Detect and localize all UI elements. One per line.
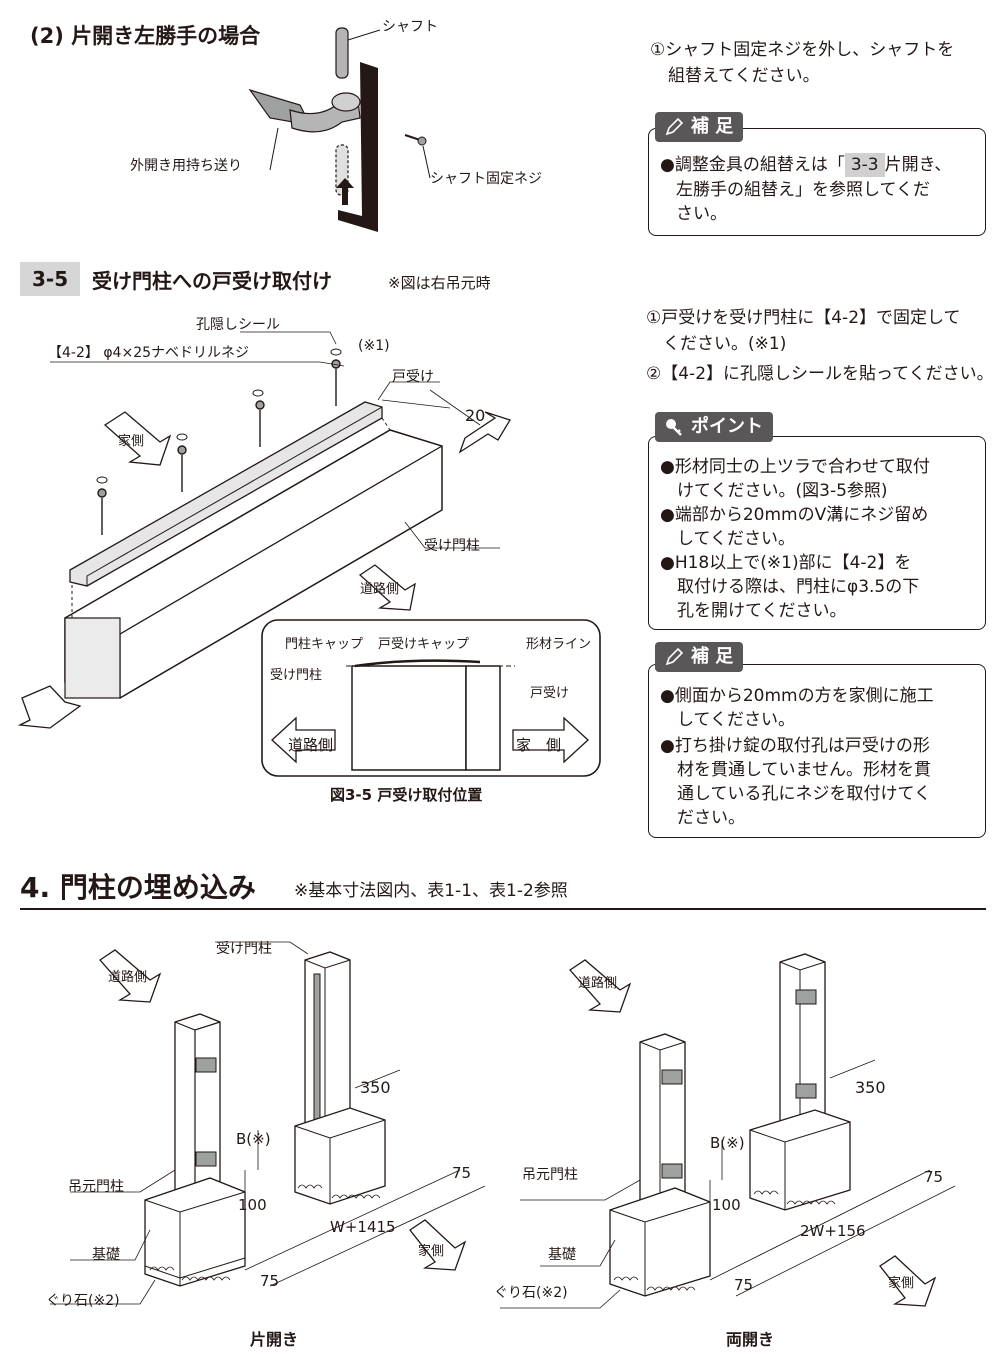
- right-hinge-post-label: 吊元門柱: [522, 1167, 578, 1183]
- detail-door-stop-cap-label: 戸受けキャップ: [378, 637, 470, 652]
- left-hinge-post-label: 吊元門柱: [68, 1179, 124, 1195]
- right-foundation-label: 基礎: [548, 1247, 576, 1263]
- right-house-side-label: 家側: [888, 1276, 915, 1291]
- left-dim-350: 350: [360, 1078, 391, 1097]
- note-2-line-2: してください。: [660, 710, 795, 730]
- note-1-line-2: 左勝手の組替え」を参照してくだ: [676, 180, 930, 200]
- section-2-title: (2) 片開き左勝手の場合: [30, 24, 261, 48]
- detail-road-side-label: 道路側: [288, 736, 334, 754]
- door-stop-install-diagram: [17, 331, 601, 777]
- left-foundation-label: 基礎: [92, 1247, 120, 1263]
- point-line-2: けてください。(図3-5参照): [660, 481, 888, 501]
- double-swing-embed-diagram: [500, 953, 956, 1309]
- left-house-side-label: 家側: [418, 1244, 445, 1259]
- left-dim-100: 100: [238, 1196, 267, 1214]
- point-tag-label: ポイント: [691, 416, 763, 437]
- single-swing-embed-diagram: [50, 941, 486, 1305]
- note-2-line-1: ●側面から20mmの方を家側に施工: [660, 686, 934, 706]
- note-2-line-4: 材を貫通していません。形材を貫: [660, 760, 931, 780]
- right-caption: 両開き: [726, 1330, 775, 1349]
- left-receiving-post-label: 受け門柱: [216, 941, 272, 957]
- note-box-2: [648, 664, 986, 838]
- section-3-5-instruction-1: ①戸受けを受け門柱に【4-2】で固定して: [646, 308, 961, 328]
- note-box-1: [648, 128, 986, 236]
- note-1-ref-badge: 3-3: [844, 153, 885, 177]
- house-side-arrow-label: 家側: [118, 434, 145, 449]
- ref1-label: (※1): [358, 338, 390, 354]
- pencil-icon: [665, 117, 684, 136]
- hole-seal-label: 孔隠しシール: [196, 317, 280, 333]
- door-stop-label: 戸受け: [392, 369, 434, 385]
- note-2-line-6: ださい。: [660, 808, 745, 828]
- point-line-6: 取付ける際は、門柱にφ3.5の下: [660, 577, 920, 597]
- right-dim-100: 100: [712, 1196, 741, 1214]
- section-2-instruction-1: ①シャフト固定ネジを外し、シャフトを: [650, 40, 955, 60]
- note-tag-2: 補 足: [655, 642, 744, 672]
- right-road-side-label: 道路側: [578, 976, 618, 991]
- receiving-post-label: 受け門柱: [424, 538, 480, 554]
- right-dim-w: 2W+156: [800, 1222, 866, 1240]
- left-gravel-label: ぐり石(※2): [46, 1293, 120, 1309]
- detail-post-cap-label: 門柱キャップ: [285, 637, 364, 652]
- right-dim-b: B(※): [710, 1134, 745, 1152]
- section-3-5-instruction-3: ②【4-2】に孔隠しシールを貼ってください。: [646, 364, 994, 384]
- note-tag-1-label: 補 足: [691, 116, 734, 137]
- note-1-line-3: さい。: [676, 204, 727, 224]
- section-3-5-subtitle: ※図は右吊元時: [388, 274, 491, 292]
- section-4-title: 4. 門柱の埋め込み: [20, 871, 256, 904]
- section-2-instruction-2: 組替えてください。: [668, 66, 820, 86]
- section-4-rule: [20, 908, 986, 910]
- note-1-line-1-post: 片開き、: [884, 155, 952, 175]
- section-4-subtitle: ※基本寸法図内、表1-1、表1-2参照: [294, 881, 568, 901]
- section-3-5-instruction-2: ください。(※1): [646, 334, 787, 354]
- screw-spec-label: 【4-2】 φ4×25ナベドリルネジ: [48, 345, 250, 361]
- outward-carrier-label: 外開き用持ち送り: [130, 158, 242, 174]
- note-1-line-1-pre: ●調整金具の組替えは「: [660, 155, 845, 175]
- dim-20-label: 20: [465, 406, 486, 425]
- note-2-line-5: 通している孔にネジを取付けてく: [660, 784, 931, 804]
- shaft-swap-diagram: [248, 27, 431, 232]
- left-road-side-label: 道路側: [108, 970, 148, 985]
- point-line-7: 孔を開けてください。: [660, 601, 847, 621]
- shaft-label: シャフト: [382, 19, 438, 35]
- right-dim-350: 350: [855, 1078, 886, 1097]
- section-3-5-title: 受け門柱への戸受け取付け: [92, 269, 332, 293]
- note-tag-2-label: 補 足: [691, 646, 734, 667]
- shaft-screw-label: シャフト固定ネジ: [430, 171, 542, 187]
- detail-door-stop-label: 戸受け: [530, 686, 570, 701]
- detail-profile-line-label: 形材ライン: [526, 637, 592, 652]
- key-icon: [666, 419, 682, 436]
- point-tag: ポイント: [655, 412, 773, 442]
- point-line-5: ●H18以上で(※1)部に【4-2】を: [660, 553, 912, 573]
- road-side-arrow-label: 道路側: [360, 582, 400, 597]
- left-dim-75a: 75: [260, 1272, 280, 1290]
- pencil-icon: [665, 647, 684, 666]
- point-line-1: ●形材同士の上ツラで合わせて取付: [660, 457, 930, 477]
- figure-3-5-caption: 図3-5 戸受け取付位置: [330, 786, 483, 804]
- detail-receiving-post-label: 受け門柱: [270, 668, 323, 683]
- left-caption: 片開き: [250, 1330, 299, 1349]
- point-line-3: ●端部から20mmのV溝にネジ留め: [660, 505, 929, 525]
- left-dim-w: W+1415: [330, 1218, 396, 1236]
- note-2-line-3: ●打ち掛け錠の取付孔は戸受けの形: [660, 736, 930, 756]
- left-dim-75b: 75: [452, 1164, 472, 1182]
- left-dim-b: B(※): [236, 1130, 271, 1148]
- section-3-5-number: 3-5: [20, 262, 81, 296]
- right-dim-75a: 75: [734, 1276, 754, 1294]
- point-box: [648, 436, 986, 630]
- detail-house-side-label: 家 側: [516, 736, 562, 754]
- note-tag-1: 補 足: [655, 112, 744, 142]
- point-line-4: してください。: [660, 529, 795, 549]
- right-dim-75b: 75: [924, 1168, 944, 1186]
- right-gravel-label: ぐり石(※2): [494, 1285, 568, 1301]
